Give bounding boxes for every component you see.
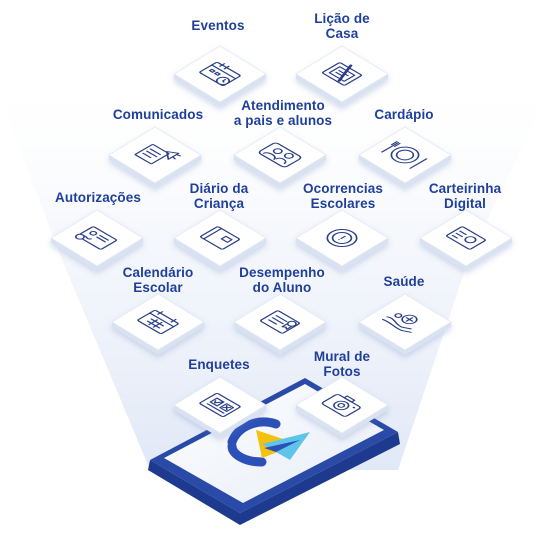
- feature-tile-calendario[interactable]: [111, 284, 205, 356]
- feature-label-eventos: Eventos: [191, 18, 244, 33]
- feature-label-line: Carteirinha: [428, 181, 502, 196]
- feature-label-line: Desempenho: [239, 265, 325, 280]
- health-hands-icon: [381, 313, 418, 333]
- signed-document-icon: [74, 226, 117, 250]
- feature-label-line: Criança: [193, 196, 245, 211]
- feature-tile-atendimento[interactable]: [233, 117, 327, 189]
- feature-label-line: Eventos: [191, 18, 245, 33]
- feature-label-autorizacoes: Autorizações: [55, 190, 141, 205]
- feature-label-line: Autorizações: [55, 190, 141, 205]
- feature-label-line: Calendário: [122, 265, 194, 280]
- feature-label-line: Mural de: [313, 349, 371, 364]
- feature-tile-diario[interactable]: [173, 200, 267, 272]
- feature-label-line: Atendimento: [241, 98, 325, 113]
- feature-label-line: Enquetes: [188, 357, 250, 372]
- feature-label-line: a pais e alunos: [233, 113, 333, 128]
- feature-label-line: Casa: [325, 26, 359, 41]
- feature-label-line: Escolares: [310, 196, 376, 211]
- feature-tile-ocorrencias[interactable]: [295, 200, 389, 272]
- camera-icon: [321, 394, 361, 417]
- feature-tile-eventos[interactable]: [173, 36, 267, 108]
- feature-tile-mural[interactable]: [295, 367, 389, 439]
- poll-checkbox-icon: [199, 393, 241, 417]
- plate-cutlery-icon: [381, 141, 428, 169]
- feature-label-enquetes: Enquetes: [188, 357, 250, 372]
- feature-tile-enquetes[interactable]: [173, 367, 267, 439]
- homework-pencil-icon: [322, 62, 362, 86]
- feature-tile-cardapio[interactable]: [358, 117, 452, 189]
- feature-tile-comunicados[interactable]: [108, 117, 202, 189]
- feature-label-saude: Saúde: [383, 274, 424, 289]
- feature-tile-saude[interactable]: [358, 284, 452, 356]
- feature-label-line: do Aluno: [252, 280, 312, 295]
- feature-label-line: Digital: [444, 196, 486, 211]
- feature-label-line: Cardápio: [374, 107, 434, 122]
- megaphone-document-icon: [134, 144, 182, 165]
- feature-label-line: Comunicados: [112, 107, 204, 122]
- app-logo: [227, 417, 310, 467]
- feature-tile-desempenho[interactable]: [233, 284, 327, 356]
- report-card-icon: [260, 310, 300, 334]
- id-card-icon: [446, 226, 486, 250]
- people-chat-icon: [258, 142, 302, 168]
- feature-label-line: Diário da: [189, 181, 249, 196]
- feature-tile-carteirinha[interactable]: [419, 200, 513, 272]
- diary-book-icon: [200, 226, 240, 250]
- feature-label-line: Fotos: [323, 364, 361, 379]
- feature-label-comunicados: Comunicados: [113, 107, 203, 122]
- feature-tile-autorizacoes[interactable]: [50, 200, 144, 272]
- feature-label-cardapio: Cardápio: [374, 107, 433, 122]
- feature-label-line: Escolar: [133, 280, 183, 295]
- feature-label-line: Ocorrencias: [303, 181, 383, 196]
- feature-label-line: Saúde: [383, 274, 425, 289]
- alert-circle-icon: [326, 229, 358, 247]
- calendar-clock-icon: [199, 62, 241, 86]
- feature-tile-licao-de-casa[interactable]: [295, 36, 389, 108]
- feature-label-line: Lição de: [314, 11, 370, 26]
- calendar-grid-icon: [137, 310, 179, 334]
